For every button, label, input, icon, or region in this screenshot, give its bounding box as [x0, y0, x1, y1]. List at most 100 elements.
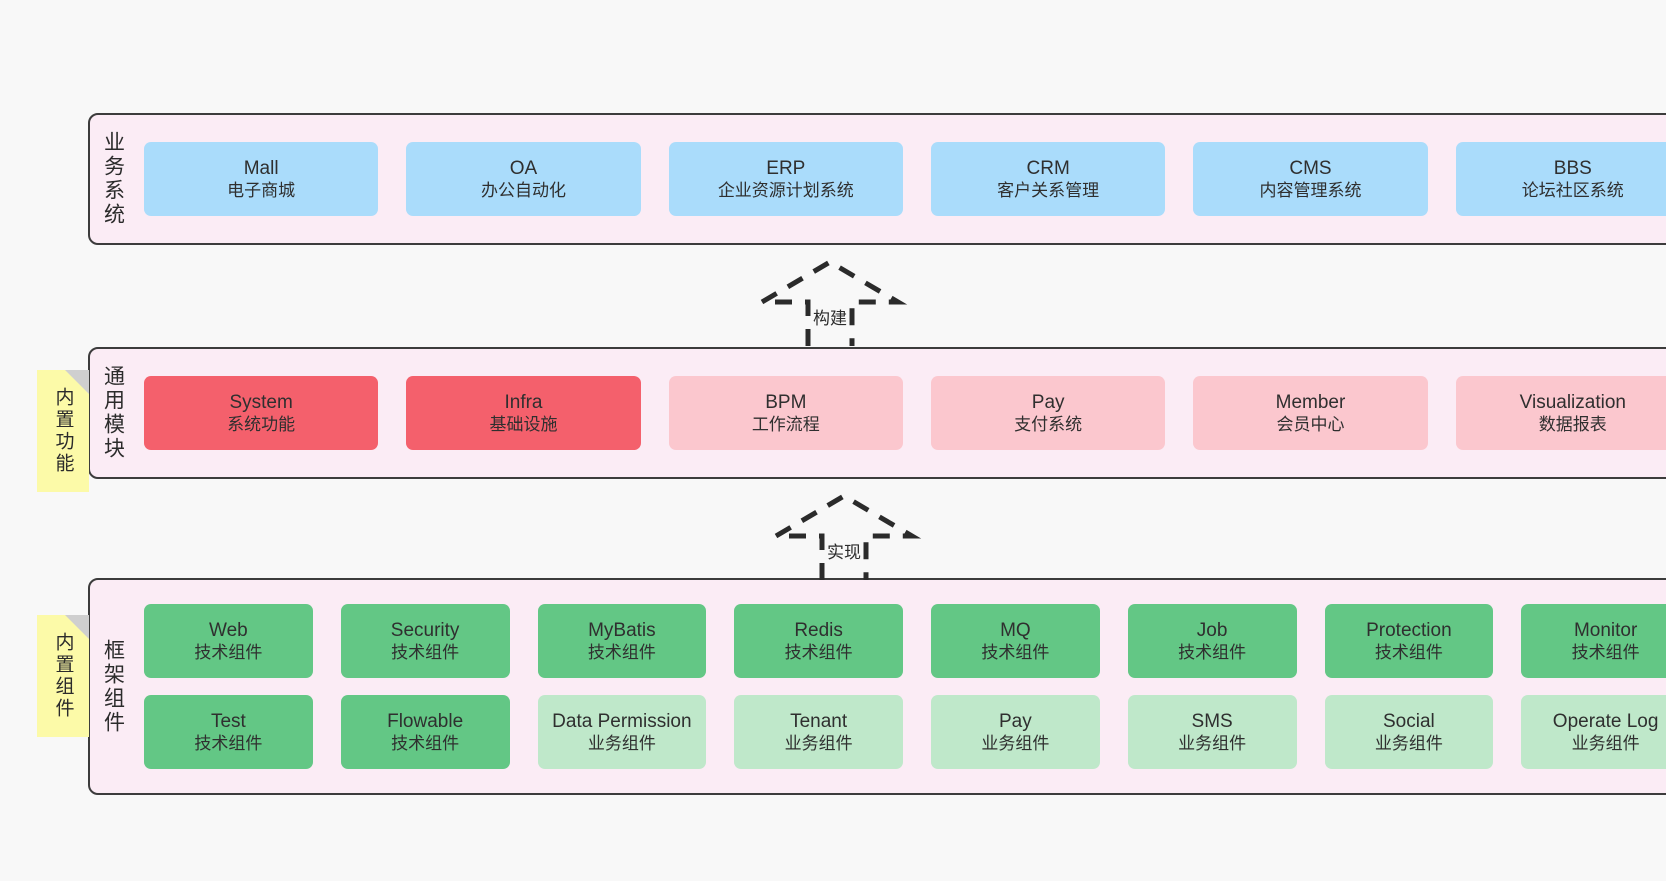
- card-title: Data Permission: [552, 710, 692, 732]
- layer-title-framework-component: 框架组件: [101, 638, 125, 735]
- card-title: Test: [210, 710, 246, 732]
- card-mybatis[interactable]: MyBatis 技术组件: [537, 604, 707, 678]
- card-subtitle: 业务组件: [1571, 734, 1640, 754]
- card-title: BBS: [1553, 157, 1592, 179]
- card-subtitle: 业务组件: [1178, 734, 1247, 754]
- card-row: Mall 电子商城 OA 办公自动化 ERP 企业资源计划系统 CRM 客户关系…: [144, 142, 1666, 216]
- card-title: Social: [1383, 710, 1435, 732]
- card-subtitle: 业务组件: [784, 734, 853, 754]
- card-title: Flowable: [387, 710, 464, 732]
- card-title: MyBatis: [588, 619, 656, 641]
- layer-title-business-system: 业务系统: [101, 131, 125, 227]
- note-label: 内置功能: [52, 387, 74, 475]
- card-protection[interactable]: Protection 技术组件: [1324, 604, 1494, 678]
- layer-business-system: 业务系统 Mall 电子商城 OA 办公自动化 ERP 企业资源计划系统 CRM…: [88, 113, 1666, 245]
- card-web[interactable]: Web 技术组件: [144, 604, 313, 678]
- card-erp[interactable]: ERP 企业资源计划系统: [668, 142, 903, 216]
- card-subtitle: 业务组件: [587, 734, 656, 754]
- card-row: Test 技术组件 Flowable 技术组件 Data Permission …: [144, 695, 1666, 769]
- card-subtitle: 基础设施: [489, 415, 558, 435]
- card-title: CRM: [1026, 157, 1070, 179]
- arrow-implement: 实现: [766, 492, 922, 580]
- card-subtitle: 客户关系管理: [997, 181, 1100, 201]
- card-title: Pay: [1031, 391, 1065, 413]
- card-subtitle: 业务组件: [981, 734, 1050, 754]
- card-infra[interactable]: Infra 基础设施: [406, 376, 641, 450]
- card-pay[interactable]: Pay 支付系统: [930, 376, 1166, 450]
- layer-body-common-module: System 系统功能 Infra 基础设施 BPM 工作流程 Pay 支付系统…: [136, 349, 1666, 477]
- card-bpm[interactable]: BPM 工作流程: [668, 376, 903, 450]
- card-member[interactable]: Member 会员中心: [1193, 376, 1428, 450]
- card-cms[interactable]: CMS 内容管理系统: [1193, 142, 1428, 216]
- card-subtitle: 技术组件: [194, 734, 263, 754]
- card-subtitle: 技术组件: [194, 643, 263, 663]
- card-operate-log[interactable]: Operate Log 业务组件: [1521, 695, 1666, 769]
- card-data-permission[interactable]: Data Permission 业务组件: [537, 695, 707, 769]
- card-job[interactable]: Job 技术组件: [1127, 604, 1297, 678]
- arrow-build: 构建: [752, 258, 908, 346]
- card-title: Pay: [999, 710, 1032, 732]
- card-flowable[interactable]: Flowable 技术组件: [340, 695, 510, 769]
- card-visualization[interactable]: Visualization 数据报表: [1455, 376, 1666, 450]
- card-title: ERP: [766, 157, 806, 179]
- card-title: Member: [1275, 391, 1346, 413]
- layer-framework-component: 框架组件 Web 技术组件 Security 技术组件 MyBatis 技术组件…: [88, 578, 1666, 795]
- layer-common-module: 通用模块 System 系统功能 Infra 基础设施 BPM 工作流程 Pay…: [88, 347, 1666, 479]
- card-subtitle: 技术组件: [1374, 643, 1443, 663]
- card-subtitle: 技术组件: [391, 734, 460, 754]
- card-monitor[interactable]: Monitor 技术组件: [1521, 604, 1666, 678]
- card-subtitle: 系统功能: [227, 415, 296, 435]
- card-title: Tenant: [790, 710, 848, 732]
- layer-title-common-module: 通用模块: [101, 365, 125, 461]
- card-title: Web: [209, 619, 248, 641]
- card-tenant[interactable]: Tenant 业务组件: [734, 695, 903, 769]
- card-mq[interactable]: MQ 技术组件: [931, 604, 1100, 678]
- card-title: System: [229, 391, 293, 413]
- card-title: BPM: [765, 391, 807, 413]
- card-title: Security: [390, 619, 460, 641]
- card-subtitle: 支付系统: [1014, 415, 1083, 435]
- card-title: Redis: [794, 619, 843, 641]
- card-title: Job: [1196, 619, 1228, 641]
- card-subtitle: 技术组件: [1178, 643, 1247, 663]
- note-label: 内置组件: [52, 632, 74, 720]
- card-system[interactable]: System 系统功能: [144, 376, 379, 450]
- card-title: CMS: [1289, 157, 1332, 179]
- card-subtitle: 工作流程: [751, 415, 820, 435]
- card-subtitle: 技术组件: [391, 643, 460, 663]
- card-title: SMS: [1191, 710, 1233, 732]
- card-title: Mall: [243, 157, 279, 179]
- card-security[interactable]: Security 技术组件: [340, 604, 510, 678]
- card-title: Protection: [1366, 619, 1452, 641]
- card-subtitle: 论坛社区系统: [1521, 181, 1624, 201]
- card-row: System 系统功能 Infra 基础设施 BPM 工作流程 Pay 支付系统…: [144, 376, 1666, 450]
- card-title: Infra: [504, 391, 543, 413]
- card-crm[interactable]: CRM 客户关系管理: [930, 142, 1166, 216]
- card-subtitle: 电子商城: [227, 181, 296, 201]
- card-mall[interactable]: Mall 电子商城: [144, 142, 379, 216]
- card-subtitle: 技术组件: [784, 643, 853, 663]
- card-subtitle: 技术组件: [1571, 643, 1640, 663]
- card-bbs[interactable]: BBS 论坛社区系统: [1455, 142, 1666, 216]
- note-builtin-component: 内置组件: [37, 615, 89, 737]
- card-subtitle: 企业资源计划系统: [717, 181, 854, 201]
- card-title: Visualization: [1519, 391, 1626, 413]
- card-pay-biz[interactable]: Pay 业务组件: [931, 695, 1100, 769]
- card-redis[interactable]: Redis 技术组件: [734, 604, 903, 678]
- note-fold-corner-icon: [65, 615, 89, 639]
- layer-body-business-system: Mall 电子商城 OA 办公自动化 ERP 企业资源计划系统 CRM 客户关系…: [136, 115, 1666, 243]
- card-title: Monitor: [1573, 619, 1638, 641]
- card-social[interactable]: Social 业务组件: [1324, 695, 1494, 769]
- card-oa[interactable]: OA 办公自动化: [406, 142, 641, 216]
- card-subtitle: 内容管理系统: [1259, 181, 1362, 201]
- card-subtitle: 数据报表: [1538, 415, 1607, 435]
- note-fold-corner-icon: [65, 370, 89, 394]
- card-subtitle: 技术组件: [587, 643, 656, 663]
- card-test[interactable]: Test 技术组件: [144, 695, 313, 769]
- card-sms[interactable]: SMS 业务组件: [1127, 695, 1297, 769]
- card-subtitle: 业务组件: [1374, 734, 1443, 754]
- layer-body-framework-component: Web 技术组件 Security 技术组件 MyBatis 技术组件 Redi…: [136, 580, 1666, 793]
- card-row: Web 技术组件 Security 技术组件 MyBatis 技术组件 Redi…: [144, 604, 1666, 678]
- card-title: OA: [509, 157, 538, 179]
